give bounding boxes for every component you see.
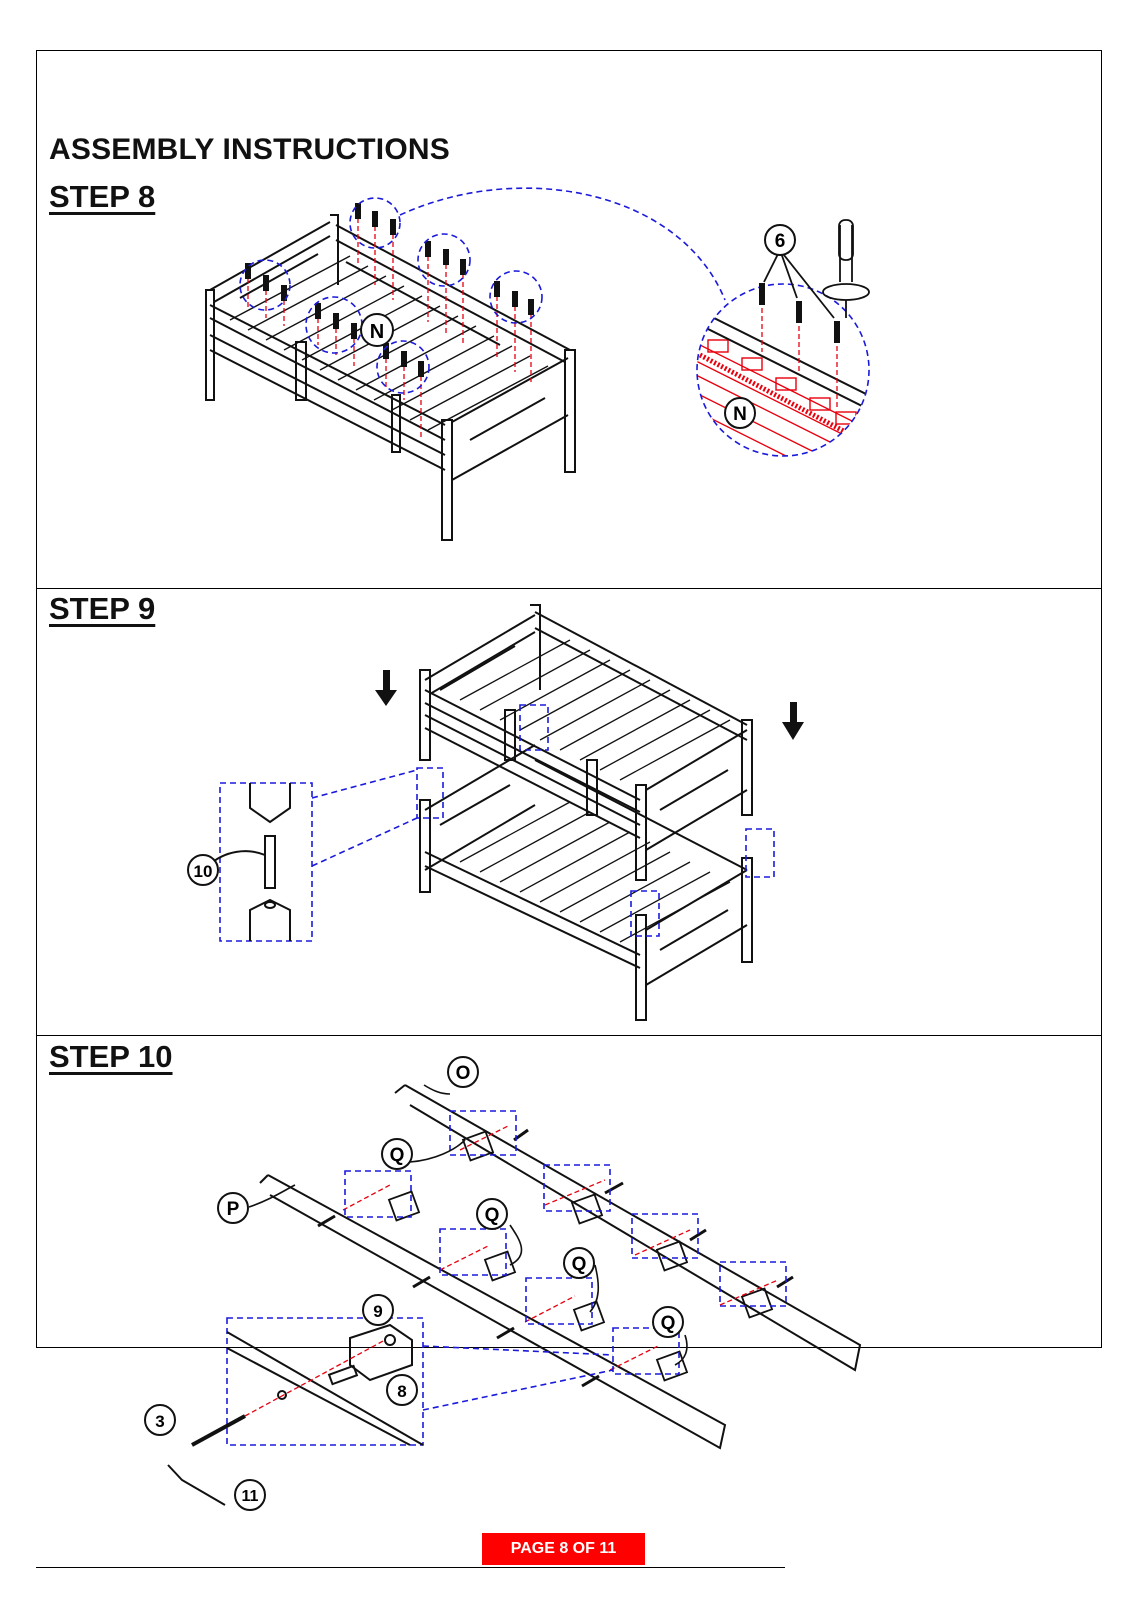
- document-title: ASSEMBLY INSTRUCTIONS: [49, 133, 450, 166]
- step-9-dowel-callouts: [219, 704, 775, 942]
- hardware-10-callout: 10: [187, 854, 219, 886]
- bracket-q-callout: Q: [476, 1198, 508, 1230]
- part-n-label: N: [370, 321, 384, 343]
- footer-rule: [36, 1567, 785, 1568]
- step-10-detail-guide: [244, 1339, 386, 1417]
- bracket-q-label: Q: [661, 1313, 676, 1334]
- step-10-detail: [167, 1323, 424, 1506]
- page-number-badge: PAGE 8 OF 11: [482, 1533, 645, 1565]
- bracket-q-callout: Q: [381, 1138, 413, 1170]
- bracket-q-callout: Q: [563, 1247, 595, 1279]
- hardware-3-callout: 3: [144, 1404, 176, 1436]
- step-10-callout-boxes: [226, 1110, 787, 1446]
- step-10-leader-lines: [248, 1084, 688, 1366]
- bracket-q-label: Q: [485, 1205, 500, 1226]
- bracket-q-label: Q: [572, 1254, 587, 1275]
- step-8-detail-view: 6 N: [696, 219, 870, 457]
- hardware-11-label: 11: [242, 1488, 259, 1505]
- step-9-title: STEP 9: [49, 591, 156, 626]
- detail-part-n-label: N: [733, 404, 747, 425]
- step-10-guides: [342, 1124, 779, 1371]
- step-10-labels: O P Q Q Q Q 9 8: [144, 1056, 684, 1511]
- step-8-bed-frame: [205, 214, 576, 541]
- page-frame: ASSEMBLY INSTRUCTIONS STEP 8 STEP 9 STEP…: [36, 50, 1102, 1348]
- step-10-title: STEP 10: [49, 1039, 173, 1074]
- step-8-screws: [239, 187, 726, 440]
- rail-o-callout: O: [447, 1056, 479, 1088]
- rail-p-label: P: [227, 1199, 240, 1220]
- hardware-11-callout: 11: [234, 1479, 266, 1511]
- section-divider: [37, 1035, 1101, 1036]
- step-9-bunk-bed: [419, 604, 753, 1021]
- step-10-bolts: [317, 1128, 794, 1388]
- step-8-title: STEP 8: [49, 179, 156, 214]
- rail-p-callout: P: [217, 1192, 249, 1224]
- step-8-part-n-callout: N: [360, 313, 394, 347]
- hardware-6-label: 6: [775, 231, 786, 252]
- section-divider: [37, 588, 1101, 589]
- step-9-down-arrows: [375, 670, 804, 740]
- hardware-8-label: 8: [397, 1382, 406, 1401]
- hardware-9-label: 9: [373, 1302, 382, 1321]
- bracket-q-callout: Q: [652, 1306, 684, 1338]
- step-10-rails: [259, 1084, 862, 1450]
- hardware-3-label: 3: [155, 1412, 164, 1431]
- rail-o-label: O: [456, 1063, 471, 1084]
- hardware-10-label: 10: [194, 862, 213, 881]
- hardware-9-callout: 9: [362, 1294, 394, 1326]
- bracket-q-label: Q: [390, 1145, 405, 1166]
- hardware-8-callout: 8: [386, 1374, 418, 1406]
